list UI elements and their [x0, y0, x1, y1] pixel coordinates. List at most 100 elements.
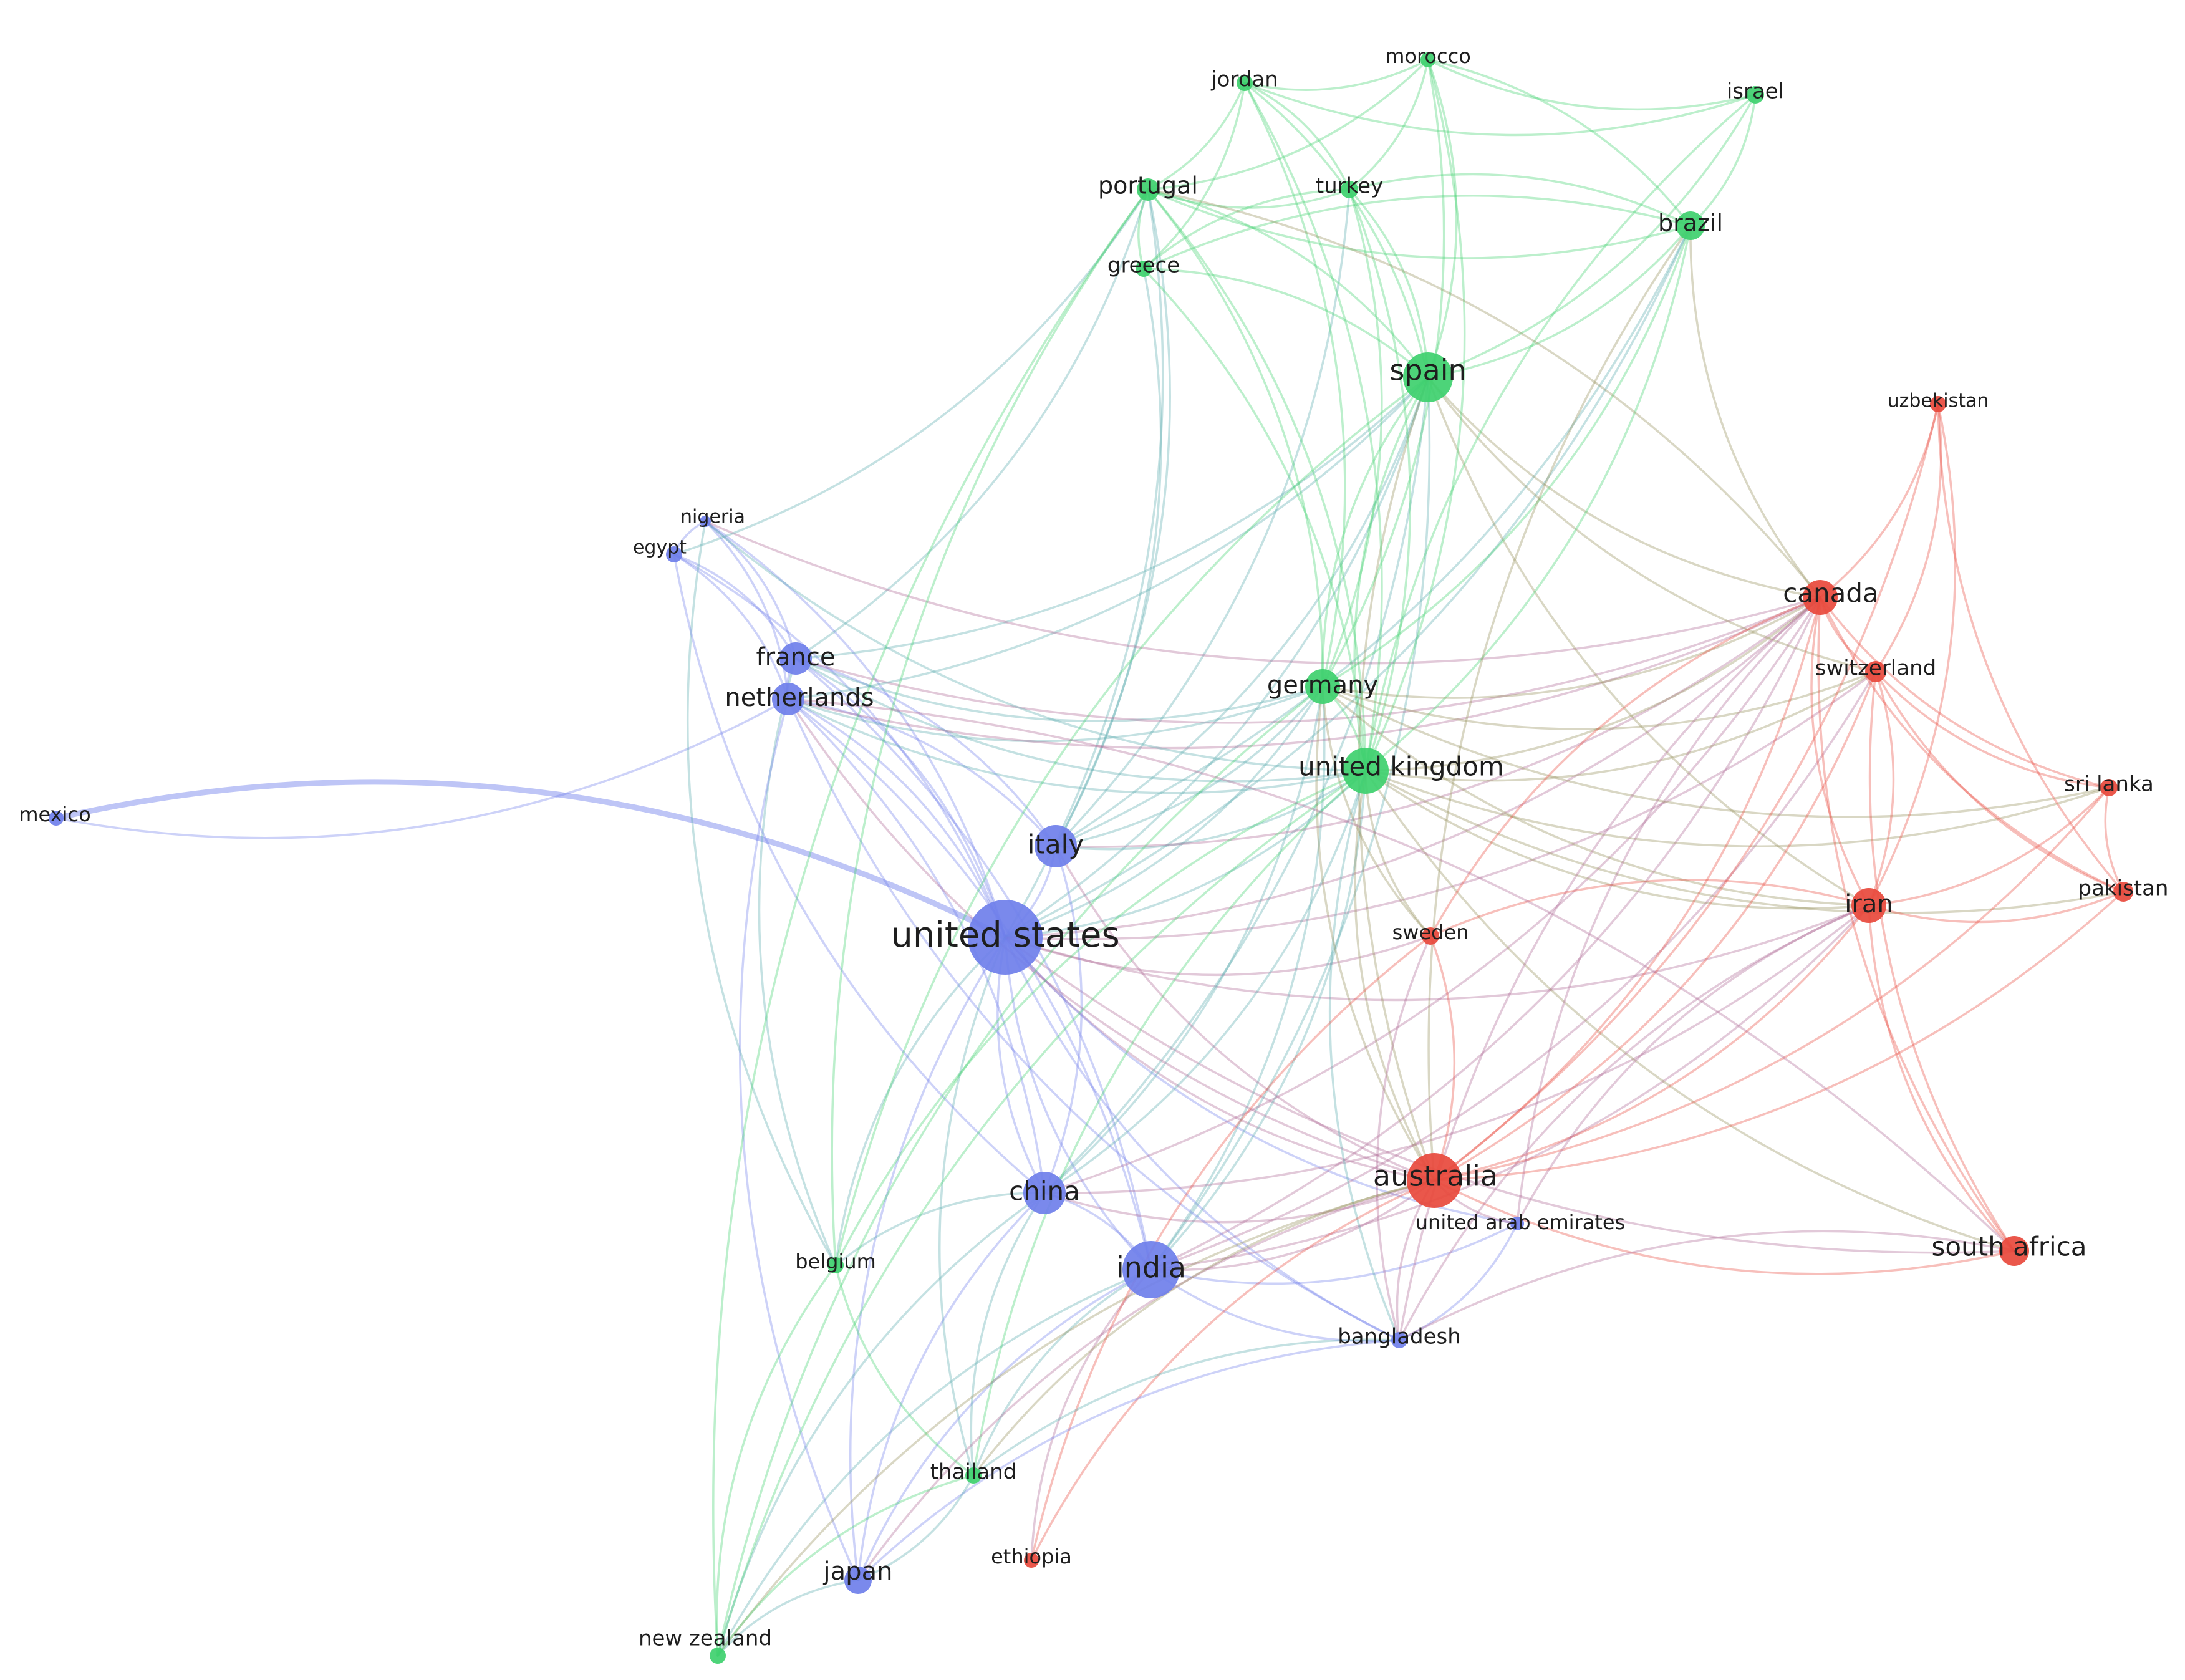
edge-portugal-brazil: [1147, 188, 1692, 259]
node-iran[interactable]: [1851, 888, 1886, 923]
node-japan[interactable]: [844, 1567, 872, 1594]
edge-india-new-zealand: [716, 1268, 1152, 1657]
edge-italy-brazil: [1054, 224, 1692, 847]
node-nigeria[interactable]: [700, 516, 711, 527]
node-label-nigeria: nigeria: [680, 506, 745, 528]
edge-nigeria-canada: [704, 520, 1821, 665]
node-ethiopia[interactable]: [1024, 1553, 1039, 1568]
node-united-states[interactable]: [968, 900, 1043, 975]
node-sweden[interactable]: [1422, 927, 1439, 945]
edge-morocco-israel: [1427, 59, 1757, 111]
edge-iran-sri-lanka: [1868, 786, 2110, 907]
edge-iran-pakistan: [1868, 891, 2125, 924]
node-italy[interactable]: [1035, 825, 1077, 867]
node-label-united-states: united states: [890, 915, 1119, 955]
node-uzbekistan[interactable]: [1930, 396, 1946, 412]
edge-brazil-australia: [1427, 224, 1692, 1182]
edge-jordan-israel: [1243, 82, 1757, 137]
node-india[interactable]: [1122, 1241, 1180, 1298]
node-label-spain: spain: [1389, 354, 1466, 387]
node-label-india: india: [1116, 1251, 1186, 1285]
edge-india-ethiopia: [1030, 1268, 1152, 1562]
node-germany[interactable]: [1305, 669, 1340, 704]
edge-spain-united-kingdom: [1353, 376, 1429, 772]
edge-india-bangladesh: [1150, 1268, 1401, 1343]
node-morocco[interactable]: [1420, 52, 1435, 67]
edge-spain-iran: [1427, 376, 1870, 907]
node-jordan[interactable]: [1237, 75, 1253, 91]
node-spain[interactable]: [1403, 352, 1453, 402]
edge-china-iran: [1043, 904, 1870, 1194]
node-switzerland[interactable]: [1865, 661, 1886, 682]
node-thailand[interactable]: [965, 1467, 982, 1484]
edge-switzerland-uzbekistan: [1874, 403, 1942, 673]
edge-netherlands-spain: [787, 376, 1429, 700]
edge-turkey-jordan: [1243, 82, 1351, 191]
edge-iran-uzbekistan: [1868, 403, 1957, 907]
node-brazil[interactable]: [1676, 211, 1705, 240]
node-sri-lanka[interactable]: [2100, 779, 2118, 796]
node-australia[interactable]: [1407, 1153, 1462, 1208]
edge-china-new-zealand: [716, 1192, 1046, 1657]
node-label-israel: israel: [1727, 79, 1784, 104]
edge-italy-netherlands: [787, 698, 1057, 847]
edge-france-united-kingdom: [794, 657, 1367, 783]
edge-brazil-turkey: [1348, 173, 1692, 227]
node-new-zealand[interactable]: [710, 1648, 726, 1664]
edge-turkey-greece: [1142, 188, 1351, 270]
node-label-china: china: [1009, 1176, 1080, 1207]
node-turkey[interactable]: [1341, 181, 1358, 198]
edge-china-canada: [1043, 596, 1821, 1194]
edge-united-kingdom-iran: [1364, 770, 1870, 910]
node-label-france: france: [756, 643, 836, 672]
node-south-africa[interactable]: [1999, 1236, 2029, 1266]
edge-italy-turkey: [1054, 188, 1351, 847]
node-egypt[interactable]: [666, 546, 682, 562]
edge-iran-united-arab-emirates: [1516, 904, 1870, 1225]
edge-egypt-portugal: [673, 188, 1149, 556]
edge-france-canada: [794, 596, 1821, 724]
node-bangladesh[interactable]: [1391, 1332, 1407, 1348]
node-china[interactable]: [1023, 1172, 1066, 1214]
edge-india-netherlands: [787, 698, 1152, 1271]
node-israel[interactable]: [1747, 86, 1764, 104]
edge-india-thailand: [972, 1268, 1152, 1477]
node-france[interactable]: [779, 642, 812, 675]
node-portugal[interactable]: [1137, 178, 1159, 201]
edge-italy-canada: [1054, 596, 1821, 848]
edge-united-states-bangladesh: [1004, 936, 1401, 1341]
edge-spain-belgium: [834, 376, 1429, 1267]
node-united-kingdom[interactable]: [1343, 748, 1389, 794]
edge-netherlands-united-kingdom: [787, 698, 1367, 794]
edge-india-japan: [857, 1268, 1152, 1581]
edge-germany-jordan: [1243, 82, 1346, 688]
node-greece[interactable]: [1136, 261, 1152, 277]
edge-china-germany: [1043, 685, 1324, 1194]
node-canada[interactable]: [1803, 580, 1838, 615]
node-mexico[interactable]: [49, 811, 64, 826]
node-united-arab-emirates[interactable]: [1510, 1217, 1524, 1230]
edge-spain-brazil: [1427, 224, 1692, 379]
edge-portugal-new-zealand: [712, 188, 1149, 1657]
edge-australia-south-africa: [1433, 1179, 2015, 1275]
edge-italy-australia: [1054, 845, 1435, 1182]
edge-netherlands-canada: [787, 596, 1821, 750]
node-label-portugal: portugal: [1098, 172, 1198, 200]
edge-netherlands-nigeria: [704, 520, 789, 700]
node-label-australia: australia: [1373, 1159, 1498, 1193]
edge-netherlands-bangladesh: [787, 698, 1401, 1341]
edge-sweden-ethiopia: [1030, 935, 1432, 1562]
node-pakistan[interactable]: [2113, 882, 2133, 902]
edge-bangladesh-japan: [857, 1339, 1401, 1581]
edge-united-states-netherlands: [787, 698, 1006, 939]
edge-germany-sri-lanka: [1321, 685, 2110, 818]
edge-jordan-morocco: [1243, 59, 1429, 91]
node-belgium[interactable]: [827, 1257, 844, 1273]
edge-united-kingdom-south-africa: [1364, 770, 2015, 1252]
edge-united-kingdom-sweden: [1364, 770, 1432, 937]
node-netherlands[interactable]: [772, 683, 804, 715]
node-label-netherlands: netherlands: [725, 683, 874, 712]
edge-united-kingdom-pakistan: [1364, 770, 2125, 914]
edge-india-united-arab-emirates: [1150, 1222, 1518, 1285]
edge-brazil-greece: [1142, 195, 1692, 270]
